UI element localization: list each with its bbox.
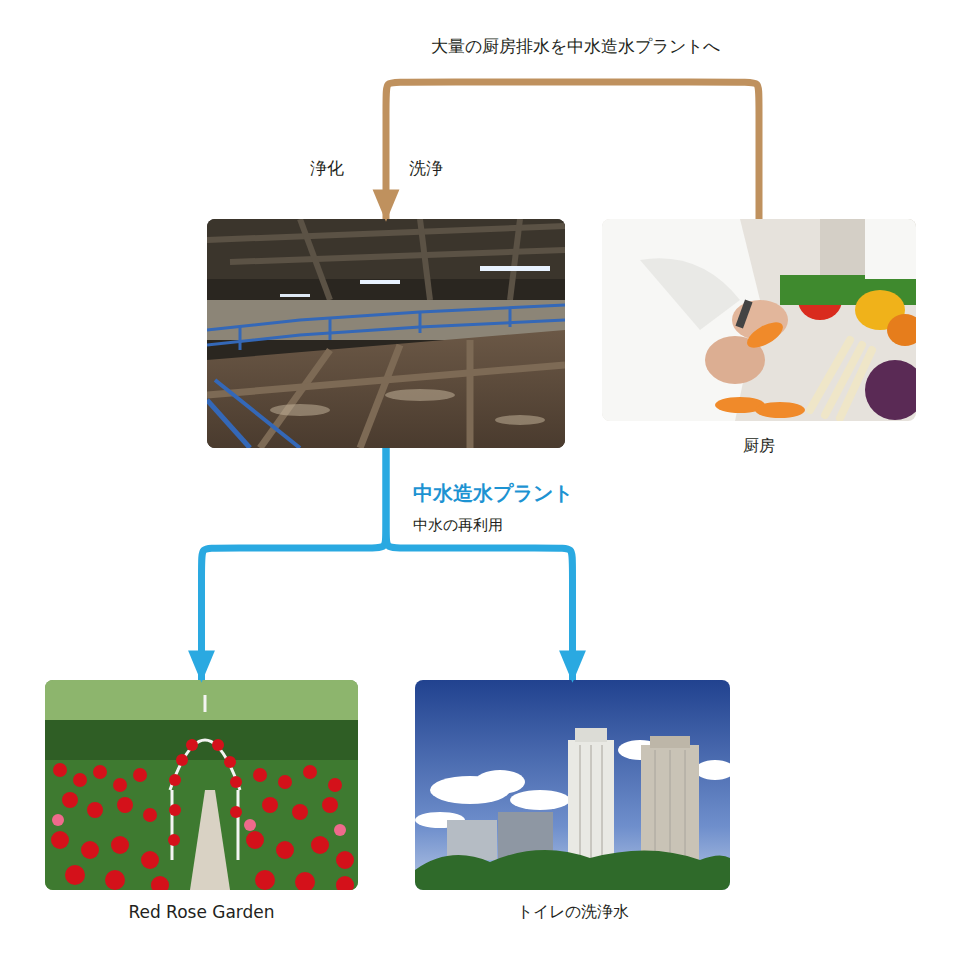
- node-caption: Red Rose Garden: [45, 902, 358, 922]
- photo-node: トイレの洗浄水: [415, 680, 730, 890]
- node-caption: トイレの洗浄水: [415, 902, 730, 921]
- photo-node: 厨房: [602, 219, 916, 421]
- kitchen-photo: [602, 219, 916, 421]
- edge-label: 大量の厨房排水を中水造水プラントへ: [431, 36, 720, 56]
- flow-arrow: [386, 448, 573, 680]
- flow-arrow: [202, 448, 387, 680]
- process-label: 洗浄: [409, 158, 443, 178]
- node-caption: 厨房: [602, 436, 916, 455]
- flow-arrow: [386, 82, 759, 219]
- photo-node: Red Rose Garden: [45, 680, 358, 890]
- plant-photo: [207, 219, 565, 448]
- node-caption: 中水の再利用: [413, 516, 503, 534]
- process-label: 浄化: [310, 158, 344, 178]
- node-caption: 中水造水プラント: [413, 481, 573, 505]
- photo-node: 中水造水プラント中水の再利用: [207, 219, 565, 448]
- hotel-towers-photo: [415, 680, 730, 890]
- rose-garden-photo: [45, 680, 358, 890]
